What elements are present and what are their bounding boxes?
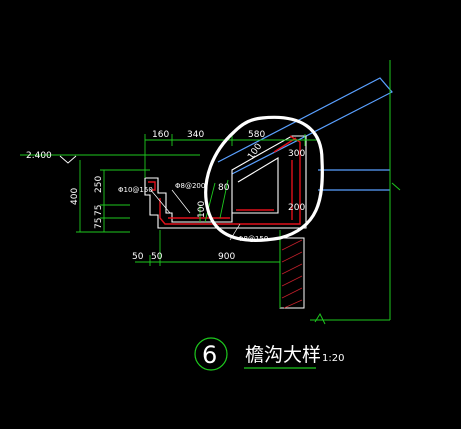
dim-left-75a: 75: [94, 205, 104, 216]
detail-title: 檐沟大样: [245, 344, 321, 366]
grid-lines: [20, 60, 401, 325]
dim-bottom-900: 900: [218, 252, 235, 262]
dim-top-580: 580: [248, 130, 265, 140]
dim-bottom-50b: 50: [151, 252, 163, 262]
elevation-marker: [59, 155, 77, 164]
leader-lines: [149, 188, 241, 241]
dim-top-160: 160: [152, 130, 169, 140]
section-number: 6: [202, 341, 217, 369]
highlight-circle: [204, 115, 324, 242]
detail-scale: 1:20: [322, 353, 344, 364]
wall-column: [279, 237, 305, 309]
dimension-lines: [76, 134, 318, 266]
section-number-circle: [194, 337, 228, 371]
elevation-label: 2.400: [26, 151, 52, 161]
dim-bottom-50a: 50: [132, 252, 144, 262]
dim-inner-200: 200: [288, 203, 305, 213]
rebar-callout-phi10: Φ10@150: [118, 186, 153, 194]
dim-inner-100a: 100: [197, 201, 207, 218]
dim-top-340: 340: [187, 130, 204, 140]
dim-inner-80: 80: [218, 183, 230, 193]
dim-left-250: 250: [94, 176, 104, 193]
gutter-outline: [144, 135, 307, 229]
dim-inner-300: 300: [288, 149, 305, 159]
dim-left-75b: 75: [94, 218, 104, 229]
rebar-callout-phi8-200: Φ8@200: [175, 182, 205, 190]
reinforcement: [148, 135, 301, 225]
dim-left-400: 400: [70, 188, 80, 205]
